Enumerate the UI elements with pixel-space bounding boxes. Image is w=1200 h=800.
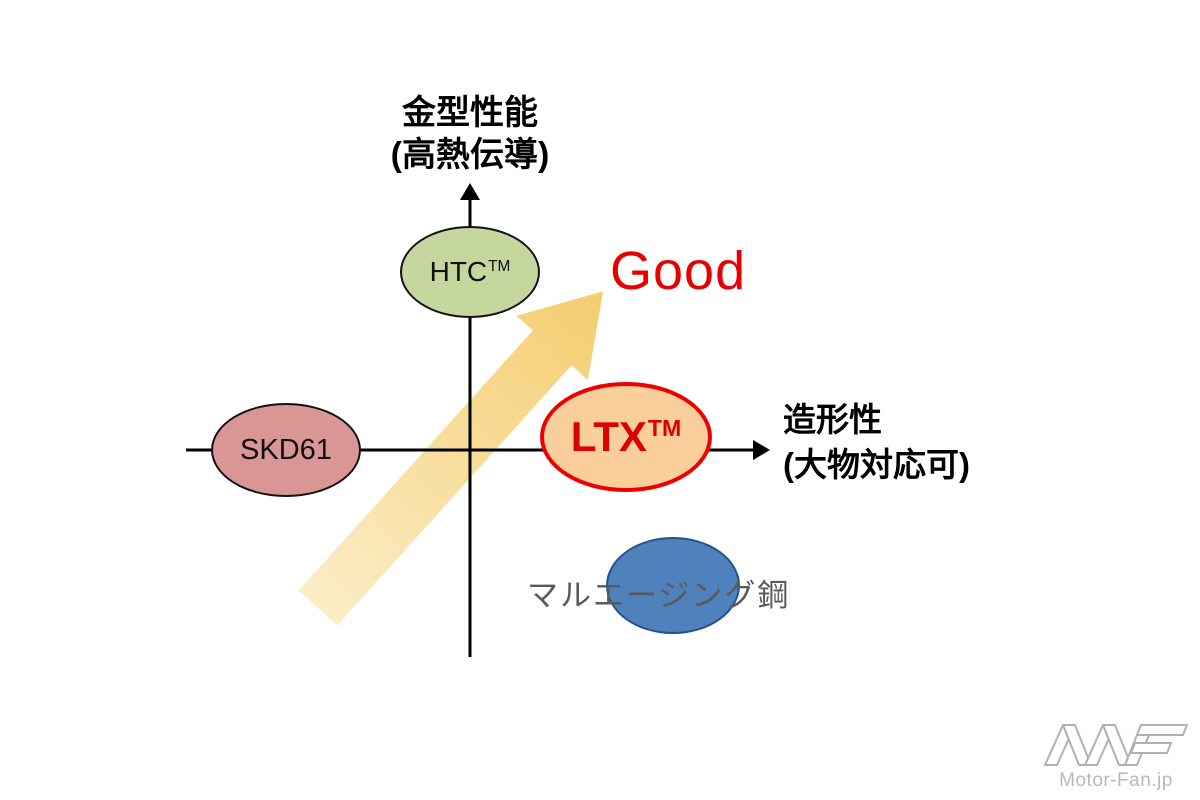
node-htc-tm-superscript: TM [488,257,511,275]
x-axis-label-line1: 造形性 [783,401,882,438]
x-axis-label: 造形性 (大物対応可) [783,397,970,487]
node-maraging-steel-label: マルエージング鋼 [527,578,791,613]
node-htc: HTCTM [400,226,540,318]
x-axis-label-line2: (大物対応可) [783,446,970,483]
node-ltx: LTXTM [540,382,712,492]
node-maraging-steel [606,537,740,634]
good-annotation: Good [610,241,747,301]
node-ltx-label: LTXTM [571,413,682,461]
node-htc-text: HTC [429,256,488,287]
node-htc-label: HTCTM [430,256,511,288]
motor-fan-logo-icon [1044,724,1188,766]
y-axis-label: 金型性能 (高熱伝導) [330,92,610,176]
node-ltx-tm-superscript: TM [647,415,682,441]
watermark: Motor-Fan.jp [1042,721,1190,792]
y-axis-label-line2: (高熱伝導) [390,136,550,174]
y-axis-label-line1: 金型性能 [402,94,538,132]
x-axis-arrowhead-icon [753,440,770,460]
good-direction-arrow [298,291,604,626]
y-axis-arrowhead-icon [460,183,480,200]
watermark-text: Motor-Fan.jp [1059,770,1173,791]
node-ltx-text: LTX [570,413,647,460]
node-skd61-label: SKD61 [240,433,332,466]
node-skd61: SKD61 [211,403,361,497]
